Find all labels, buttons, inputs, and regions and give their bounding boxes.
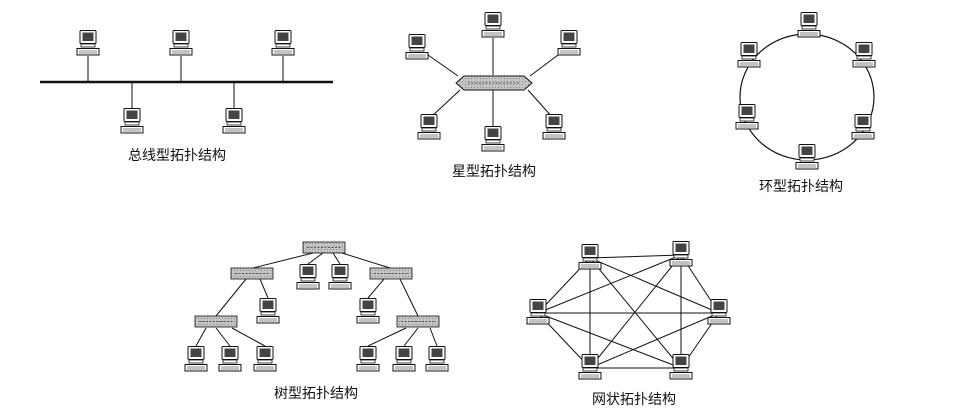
ring-topology-caption: 环型拓扑结构 <box>759 179 843 195</box>
computer-icon <box>356 298 380 324</box>
tree-topology <box>195 252 438 347</box>
computer-icon <box>542 114 566 140</box>
hub-icon <box>369 267 413 280</box>
computer-icon <box>184 346 208 372</box>
ring-nodes <box>735 12 876 170</box>
computer-icon <box>417 114 441 140</box>
bus-topology <box>40 56 333 108</box>
mesh-topology-caption: 网状拓扑结构 <box>592 392 676 408</box>
computer-icon <box>795 144 819 170</box>
computer-icon <box>328 264 352 290</box>
ring-topology <box>739 33 875 161</box>
star-hub <box>455 75 533 91</box>
star-topology <box>427 38 559 126</box>
computer-icon <box>222 108 246 134</box>
computer-icon <box>271 30 295 56</box>
tree-topology-caption: 树型拓扑结构 <box>274 386 358 402</box>
hub-icon <box>302 241 346 254</box>
computer-icon <box>425 346 449 372</box>
computer-icon <box>120 108 144 134</box>
computer-icon <box>481 12 505 38</box>
computer-icon <box>253 346 277 372</box>
bus-topology-caption: 总线型拓扑结构 <box>128 148 226 164</box>
mesh-nodes <box>526 241 731 380</box>
computer-icon <box>737 42 761 68</box>
computer-icon <box>392 346 416 372</box>
hub-icon <box>396 315 440 328</box>
computer-icon <box>405 34 429 60</box>
computer-icon <box>735 104 759 130</box>
star-topology-caption: 星型拓扑结构 <box>452 164 536 180</box>
computer-icon <box>669 241 693 267</box>
computer-icon <box>256 298 280 324</box>
ring-loop <box>739 33 875 161</box>
computer-icon <box>557 30 581 56</box>
mesh-topology <box>537 254 720 369</box>
computer-icon <box>852 42 876 68</box>
computer-icon <box>481 126 505 152</box>
computer-icon <box>578 354 602 380</box>
computer-icon <box>356 346 380 372</box>
computer-icon <box>526 299 550 325</box>
computer-icon <box>851 114 875 140</box>
hub-icon <box>194 315 238 328</box>
computer-icon <box>76 30 100 56</box>
computer-icon <box>669 354 693 380</box>
computer-icon <box>296 264 320 290</box>
tree-hubs <box>194 241 440 328</box>
computer-icon <box>797 12 821 38</box>
computer-icon <box>169 30 193 56</box>
hub-icon <box>230 267 274 280</box>
computer-icon <box>578 244 602 270</box>
computer-icon <box>218 346 242 372</box>
computer-icon <box>707 299 731 325</box>
